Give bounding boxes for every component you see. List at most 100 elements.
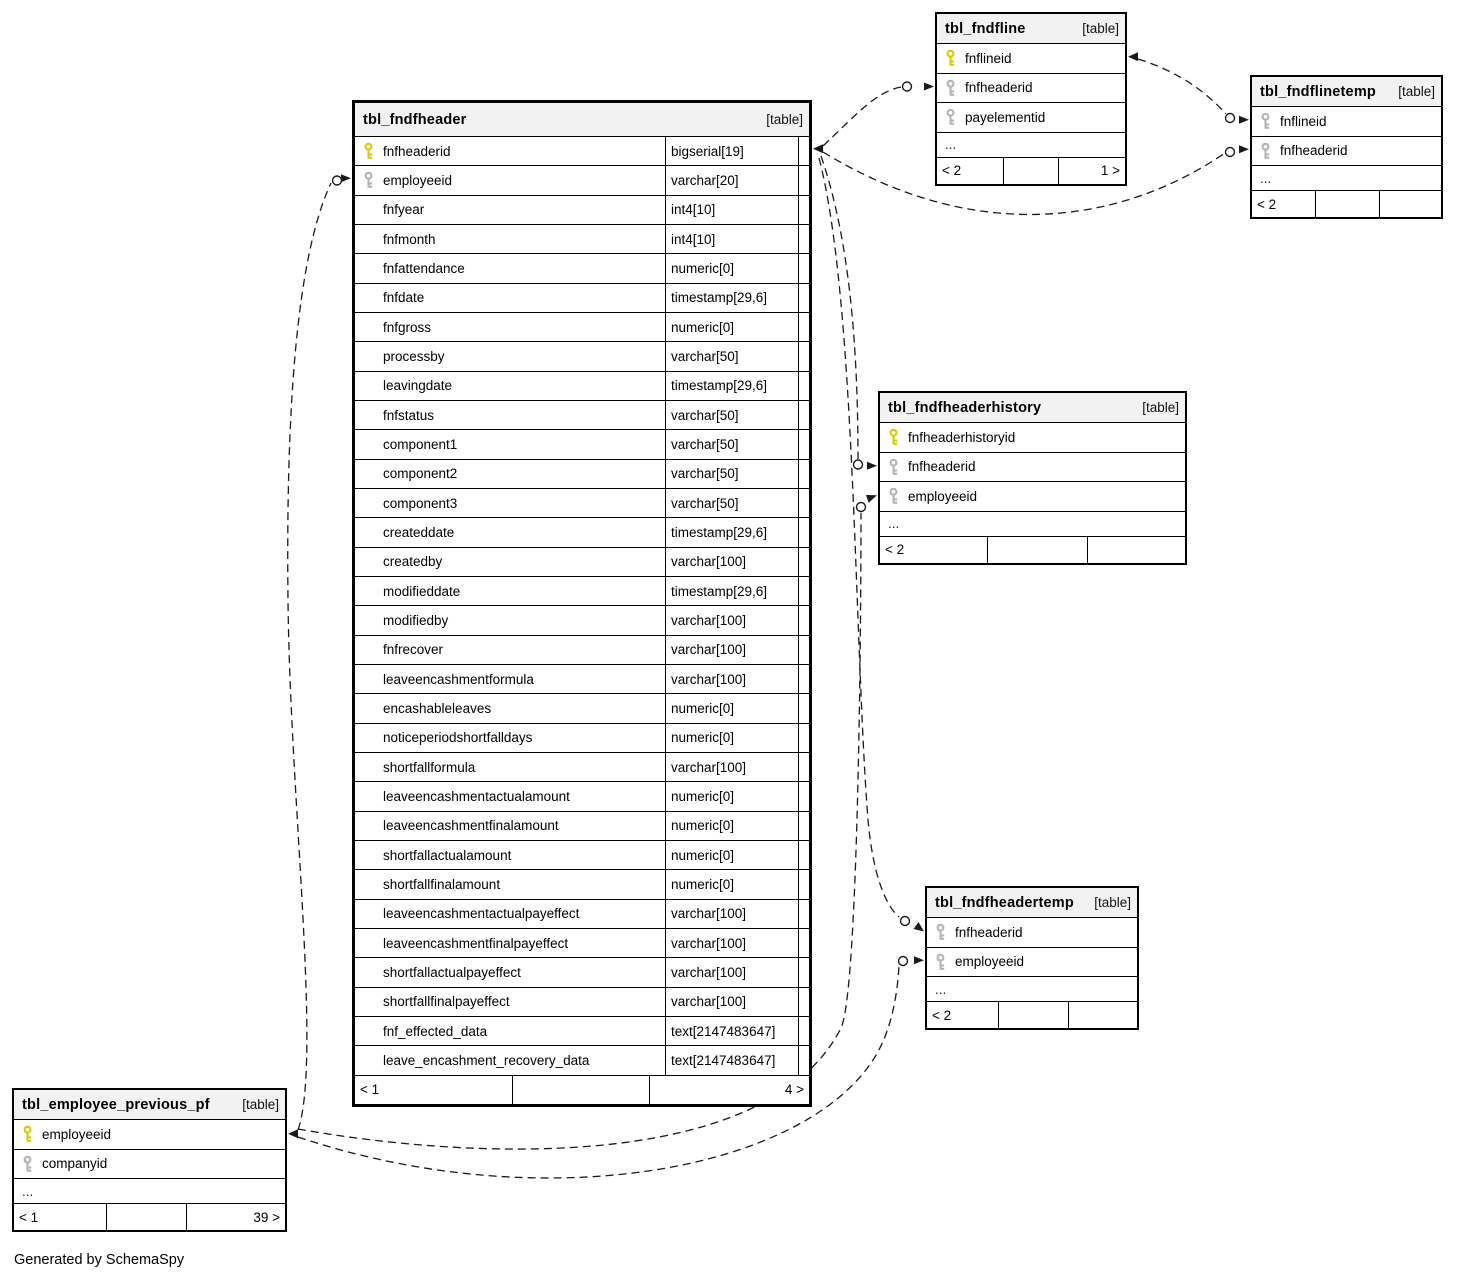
column-name: fnfstatus bbox=[383, 407, 435, 423]
column-row-leaveencashmentfinalpayeffect: leaveencashmentfinalpayeffect varchar[100… bbox=[355, 929, 809, 959]
column-type: numeric[0] bbox=[671, 876, 735, 892]
foreign-key-icon bbox=[22, 1155, 33, 1172]
column-name: fnfheaderid bbox=[383, 143, 451, 159]
table-title-tbl_fndfheaderhistory[interactable]: tbl_fndfheaderhistory bbox=[888, 399, 1042, 416]
primary-key-icon bbox=[945, 49, 956, 67]
column-type: varchar[100] bbox=[671, 964, 747, 980]
column-type: int4[10] bbox=[671, 202, 716, 218]
rel-fndfheader-fndfheadertemp bbox=[818, 157, 900, 918]
column-type: timestamp[29,6] bbox=[671, 378, 768, 394]
column-name: employeeid bbox=[383, 172, 453, 188]
column-name: shortfallfinalamount bbox=[383, 876, 501, 892]
column-name: leavingdate bbox=[383, 378, 453, 394]
column-type: timestamp[29,6] bbox=[671, 583, 768, 599]
rel-employeepf-fndfheaderhistory bbox=[297, 512, 862, 1150]
column-name: ... bbox=[1260, 170, 1272, 186]
parent-arrow-fndfline-fnflineid bbox=[1128, 52, 1138, 62]
column-name: fnfrecover bbox=[383, 642, 444, 658]
table-tbl_fndflinetemp: tbl_fndflinetemp [table] fnflineid fnfheade… bbox=[1250, 75, 1443, 219]
degree-mid bbox=[999, 1002, 1069, 1028]
column-name: component3 bbox=[383, 495, 458, 511]
column-divider bbox=[665, 137, 666, 1076]
column-type: varchar[100] bbox=[671, 612, 747, 628]
column-type: numeric[0] bbox=[671, 818, 735, 834]
column-name: fnfdate bbox=[383, 290, 425, 306]
parent-arrow-employeepf-employeeid bbox=[288, 1129, 298, 1139]
foreign-key-icon bbox=[945, 79, 956, 96]
column-type: varchar[100] bbox=[671, 906, 747, 922]
column-type: numeric[0] bbox=[671, 847, 735, 863]
more-columns-row: ... bbox=[937, 133, 1125, 158]
fk-arrow-fndfline-fnfheaderid bbox=[924, 82, 934, 91]
fk-arrow-fndfheadertemp-fnfheaderid bbox=[913, 922, 924, 932]
column-type: varchar[50] bbox=[671, 436, 739, 452]
column-name: shortfallfinalpayeffect bbox=[383, 994, 510, 1010]
foreign-key-icon bbox=[888, 458, 899, 475]
column-name: leaveencashmentfinalpayeffect bbox=[383, 935, 569, 951]
table-title-tbl_employee_previous_pf[interactable]: tbl_employee_previous_pf bbox=[22, 1096, 210, 1113]
foreign-key-icon bbox=[945, 108, 956, 126]
foreign-key-icon bbox=[935, 923, 946, 941]
degree-mid bbox=[988, 536, 1088, 563]
column-name: component2 bbox=[383, 466, 458, 482]
foreign-key-icon bbox=[1260, 142, 1271, 159]
column-row-fnfdate: fnfdate timestamp[29,6] bbox=[355, 284, 809, 313]
column-type: varchar[100] bbox=[671, 935, 747, 951]
column-type: numeric[0] bbox=[671, 700, 735, 716]
column-name: fnflineid bbox=[965, 50, 1012, 66]
degree-parents: < 2 bbox=[880, 536, 988, 563]
column-type: varchar[50] bbox=[671, 495, 739, 511]
column-name: processby bbox=[383, 348, 445, 364]
column-type: varchar[100] bbox=[671, 671, 747, 687]
column-divider bbox=[798, 137, 799, 1076]
column-name: leaveencashmentactualpayeffect bbox=[383, 906, 580, 922]
parent-arrow-fndfheader-fnfheaderid bbox=[813, 144, 823, 154]
table-title-tbl_fndfheader[interactable]: tbl_fndfheader bbox=[363, 111, 467, 128]
column-type: timestamp[29,6] bbox=[671, 290, 768, 306]
primary-key-icon bbox=[22, 1125, 33, 1143]
degree-children: 1 > bbox=[1100, 163, 1120, 178]
column-name: fnflineid bbox=[1280, 113, 1327, 129]
degree-children: 4 > bbox=[784, 1082, 804, 1097]
fk-circle-fndfheadertemp-fnfheaderid bbox=[899, 915, 911, 927]
table-tag: [table] bbox=[1142, 400, 1179, 415]
column-type: numeric[0] bbox=[671, 260, 735, 276]
column-name: fnfheaderid bbox=[1280, 143, 1348, 159]
primary-key-icon bbox=[363, 142, 374, 160]
column-name: employeeid bbox=[908, 488, 978, 504]
table-tag: [table] bbox=[1398, 84, 1435, 99]
fk-arrow-fndfheaderhistory-employeeid bbox=[866, 495, 877, 503]
column-type: text[2147483647] bbox=[671, 1023, 776, 1039]
degree-parents: < 2 bbox=[927, 1002, 999, 1028]
more-columns-row: ... bbox=[880, 512, 1185, 537]
column-name: fnfgross bbox=[383, 319, 432, 335]
table-title-tbl_fndfheadertemp[interactable]: tbl_fndfheadertemp bbox=[935, 894, 1074, 911]
column-row-employeeid: employeeid varchar[20] bbox=[355, 166, 809, 196]
column-type: varchar[20] bbox=[671, 172, 739, 188]
rel-fndfline-fndflinetemp bbox=[1137, 58, 1227, 115]
column-type: varchar[50] bbox=[671, 348, 739, 364]
column-name: leaveencashmentactualamount bbox=[383, 788, 570, 804]
primary-key-icon bbox=[888, 428, 899, 446]
column-name: shortfallformula bbox=[383, 759, 476, 775]
column-row-fnfheaderid: fnfheaderid bbox=[927, 918, 1137, 948]
table-title-tbl_fndfline[interactable]: tbl_fndfline bbox=[945, 20, 1026, 37]
column-type: varchar[100] bbox=[671, 759, 747, 775]
table-title-tbl_fndflinetemp[interactable]: tbl_fndflinetemp bbox=[1260, 83, 1376, 100]
column-row-shortfallformula: shortfallformula varchar[100] bbox=[355, 753, 809, 783]
column-type: timestamp[29,6] bbox=[671, 524, 768, 540]
